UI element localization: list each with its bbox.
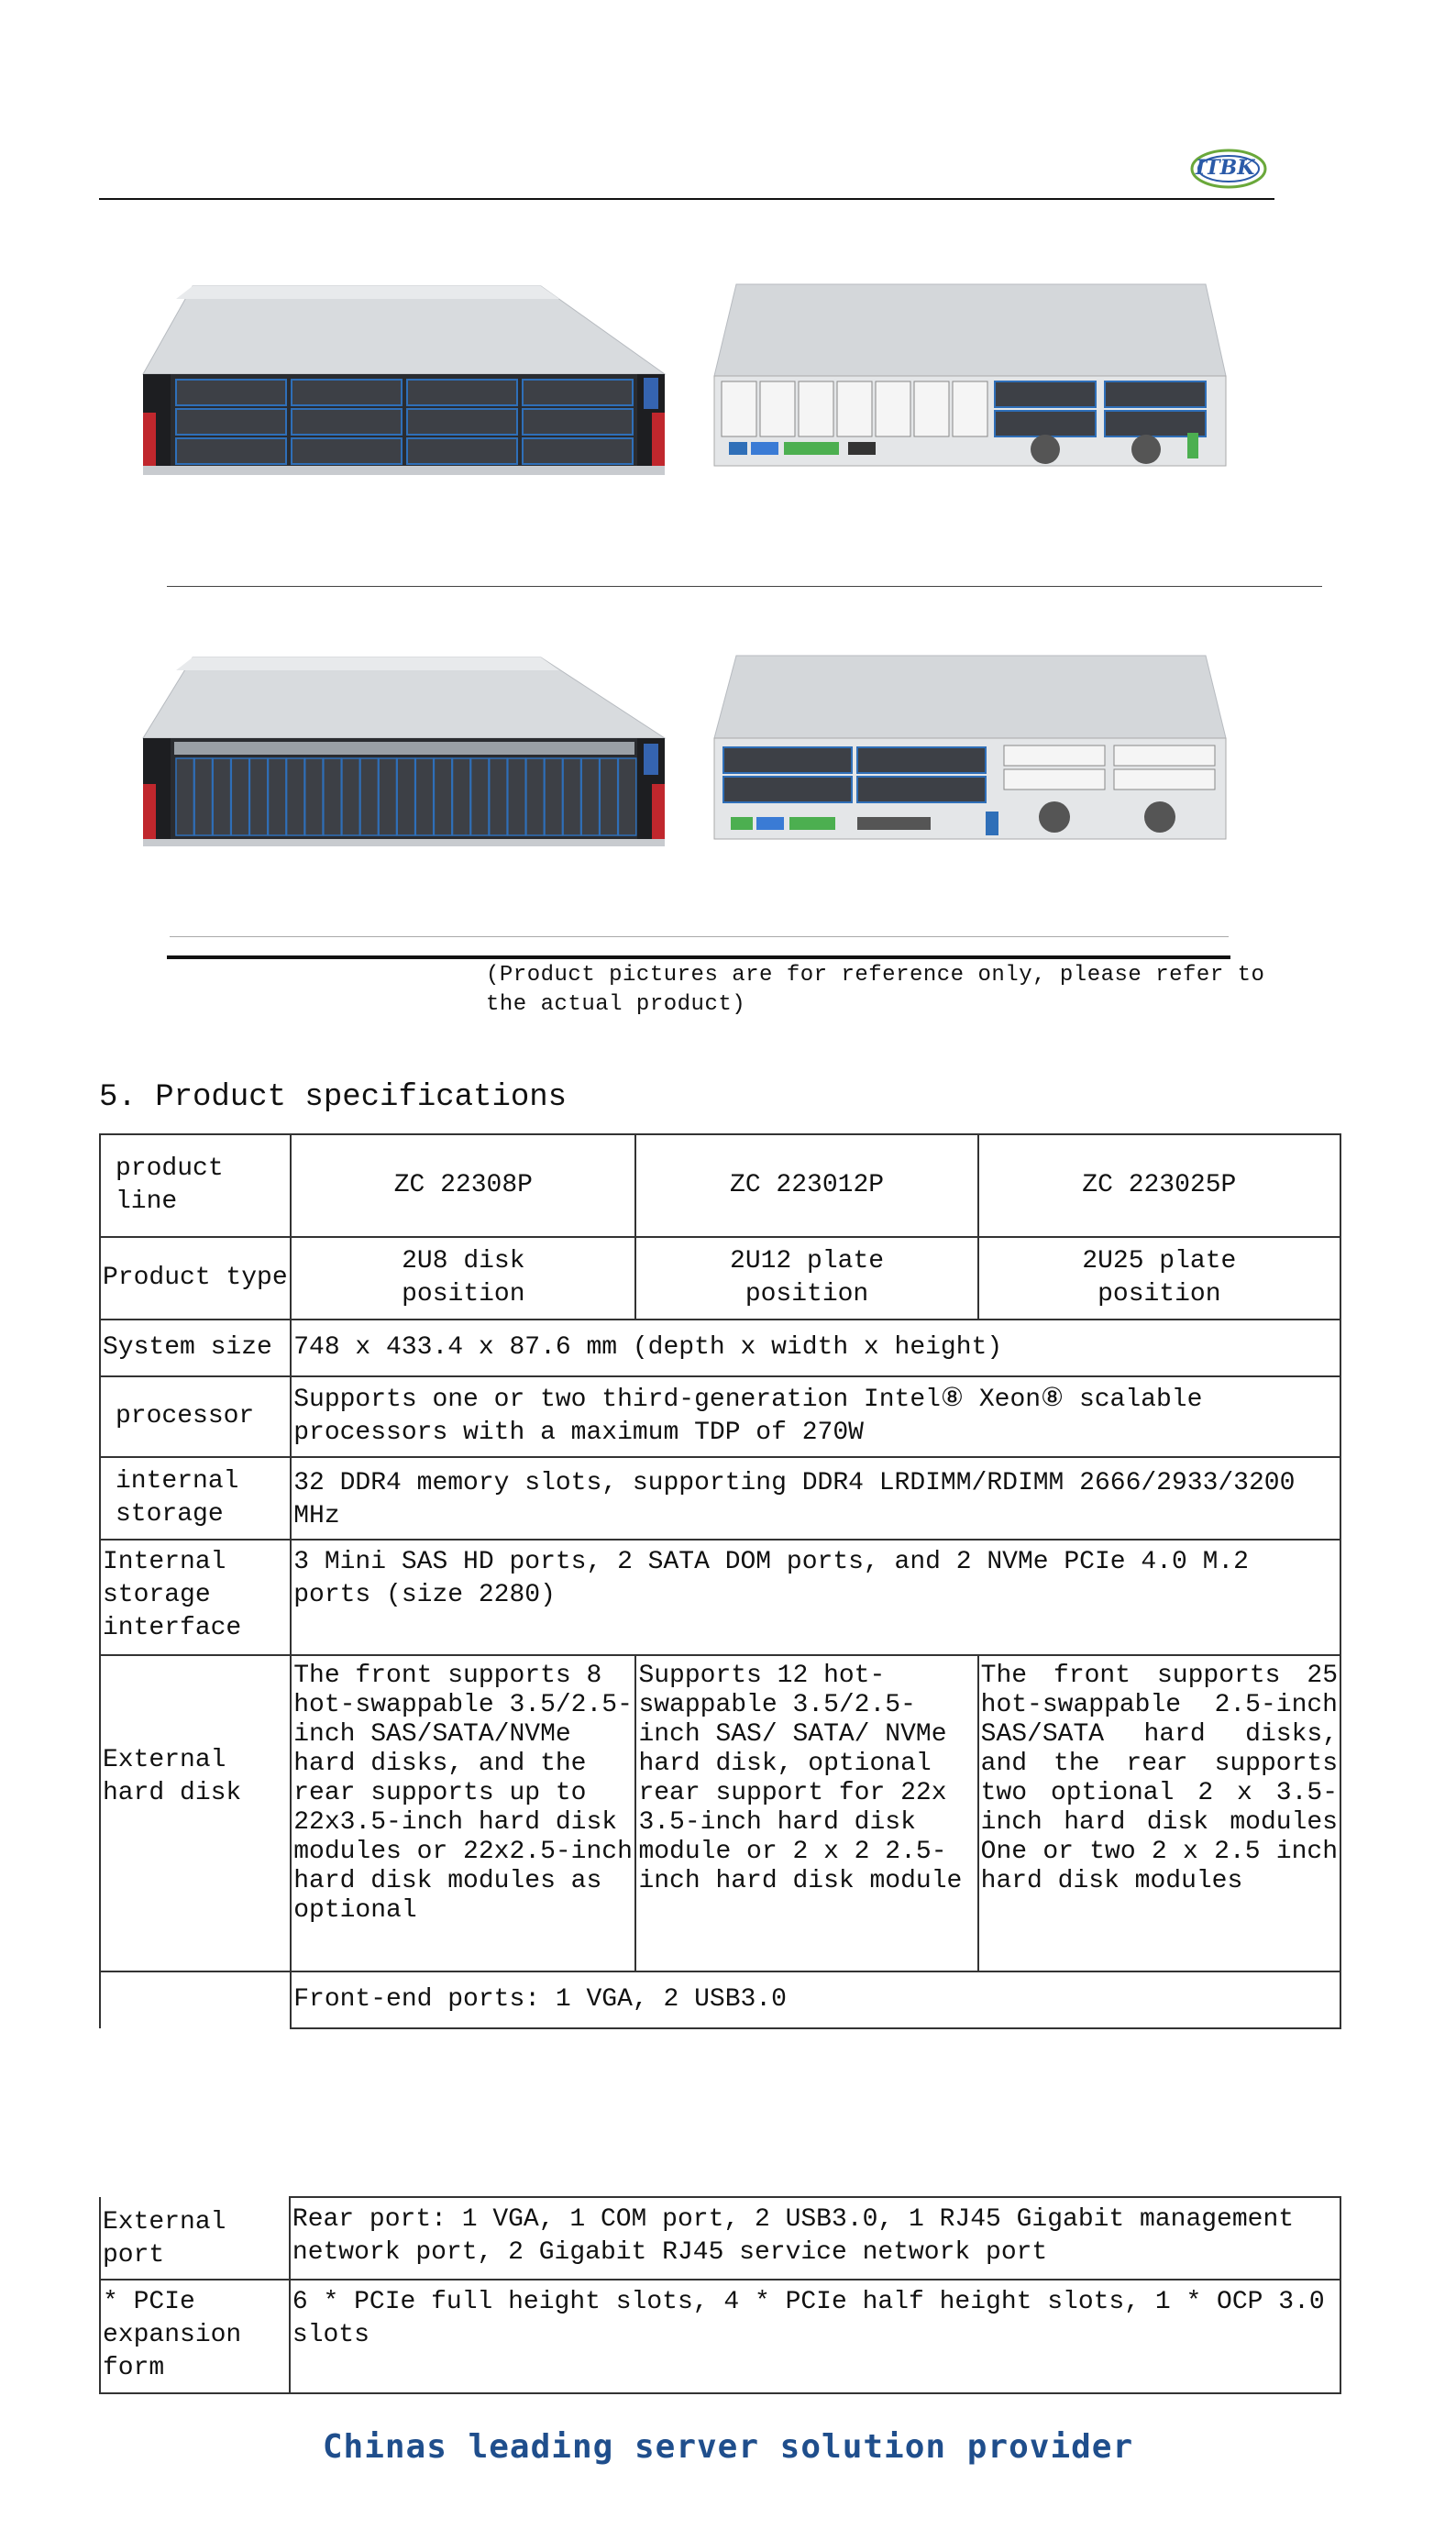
drive-bay xyxy=(562,757,582,836)
logo-text: ITBK xyxy=(1195,156,1255,180)
section-heading: 5. Product specifications xyxy=(99,1080,568,1115)
server-front-2u8-image xyxy=(142,285,667,475)
drive-bay xyxy=(488,757,508,836)
row-label-empty xyxy=(98,1971,292,2028)
spec-table-continued: External port Rear port: 1 VGA, 1 COM po… xyxy=(99,2196,1342,2394)
drive-bay xyxy=(433,757,453,836)
table-row: * PCIe expansion form 6 * PCIe full heig… xyxy=(99,2279,1342,2394)
product-images-row-1 xyxy=(142,283,1227,475)
cell-text: 2U8 disk position xyxy=(402,1247,525,1309)
table-cell: The front supports 8 hot-swappable 3.5/2… xyxy=(290,1654,637,1972)
table-row: System size 748 x 433.4 x 87.6 mm (depth… xyxy=(98,1319,1341,1377)
row-label: Product type xyxy=(98,1236,292,1320)
itbk-logo: ITBK xyxy=(1190,149,1267,189)
table-cell: Supports one or two third-generation Int… xyxy=(290,1375,1341,1458)
drive-bay xyxy=(193,757,214,836)
drive-bay xyxy=(544,757,564,836)
drive-bay xyxy=(525,757,546,836)
row-label: System size xyxy=(98,1319,292,1377)
model-cell: ZC 223012P xyxy=(634,1133,979,1238)
table-row: product line ZC 22308P ZC 223012P ZC 223… xyxy=(98,1133,1342,1238)
drive-bay xyxy=(507,757,526,836)
table-cell: Front-end ports: 1 VGA, 2 USB3.0 xyxy=(290,1971,1341,2029)
drive-bay xyxy=(396,757,416,836)
row-label: External port xyxy=(99,2197,291,2281)
model-cell: ZC 223025P xyxy=(976,1133,1342,1238)
row-label: processor xyxy=(98,1375,292,1458)
drive-bay xyxy=(175,757,195,836)
table-cell: Rear port: 1 VGA, 1 COM port, 2 USB3.0, … xyxy=(288,2196,1342,2281)
drive-bay xyxy=(303,757,324,836)
drive-bay xyxy=(267,757,287,836)
row-label: product line xyxy=(98,1133,292,1238)
drive-bay xyxy=(285,757,305,836)
drive-bay xyxy=(451,757,471,836)
table-row: Product type 2U8 disk position 2U12 plat… xyxy=(98,1236,1342,1320)
table-row: internal storage 32 DDR4 memory slots, s… xyxy=(98,1456,1341,1541)
drive-bay xyxy=(414,757,435,836)
drive-bay xyxy=(230,757,250,836)
header-divider xyxy=(99,198,1274,200)
table-cell: 748 x 433.4 x 87.6 mm (depth x width x h… xyxy=(290,1319,1341,1377)
drive-bay xyxy=(580,757,601,836)
table-cell: The front supports 25 hot-swappable 2.5-… xyxy=(976,1654,1342,1972)
server-rear-2u25-image xyxy=(713,655,1227,840)
table-cell: 2U12 plate position xyxy=(634,1236,979,1320)
table-cell: 2U8 disk position xyxy=(290,1236,637,1320)
spec-table: product line ZC 22308P ZC 223012P ZC 223… xyxy=(98,1133,1342,2029)
drive-bay xyxy=(212,757,232,836)
image-caption-divider-thin xyxy=(170,936,1229,937)
server-front-2u25-image xyxy=(142,657,667,846)
table-row: Internal storage interface 3 Mini SAS HD… xyxy=(98,1539,1341,1656)
table-row: External hard disk The front supports 8 … xyxy=(98,1654,1342,1972)
table-cell: 3 Mini SAS HD ports, 2 SATA DOM ports, a… xyxy=(290,1539,1341,1656)
image-caption-divider xyxy=(167,955,1230,959)
drive-bay xyxy=(323,757,342,836)
table-row: Front-end ports: 1 VGA, 2 USB3.0 xyxy=(98,1971,1341,2029)
drive-bay xyxy=(599,757,619,836)
drive-bay xyxy=(248,757,269,836)
drive-bay xyxy=(617,757,637,836)
table-row: processor Supports one or two third-gene… xyxy=(98,1375,1341,1458)
image-caption: (Product pictures are for reference only… xyxy=(486,963,1265,1017)
table-cell: 32 DDR4 memory slots, supporting DDR4 LR… xyxy=(290,1456,1341,1541)
table-cell: 2U25 plate position xyxy=(976,1236,1342,1320)
product-images-row-2 xyxy=(142,655,1227,846)
row-label: internal storage xyxy=(98,1456,292,1541)
table-cell: Supports 12 hot-swappable 3.5/2.5-inch S… xyxy=(634,1654,979,1972)
cell-text: 2U12 plate position xyxy=(730,1247,885,1309)
server-rear-2u8-image xyxy=(713,283,1227,467)
row-label: Internal storage interface xyxy=(98,1539,292,1656)
row-label: External hard disk xyxy=(98,1654,292,1972)
drive-bay xyxy=(341,757,361,836)
model-cell: ZC 22308P xyxy=(290,1133,637,1238)
drive-bay xyxy=(378,757,398,836)
drive-bay xyxy=(469,757,490,836)
drive-bay xyxy=(359,757,380,836)
image-row-divider xyxy=(167,586,1322,587)
row-label: * PCIe expansion form xyxy=(99,2279,291,2394)
table-row: External port Rear port: 1 VGA, 1 COM po… xyxy=(99,2196,1342,2281)
footer-slogan: Chinas leading server solution provider xyxy=(322,2428,1134,2466)
table-cell: 6 * PCIe full height slots, 4 * PCIe hal… xyxy=(288,2279,1342,2394)
cell-text: 2U25 plate position xyxy=(1082,1247,1237,1309)
